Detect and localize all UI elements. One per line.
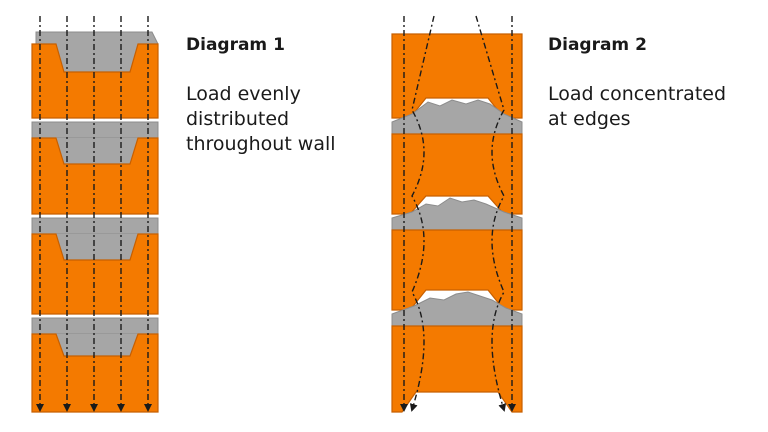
diagram-1-caption: Load evenly distributed throughout wall (186, 83, 336, 155)
d1-block-2 (31, 137, 159, 215)
d1-mortar-joint-3 (31, 317, 159, 335)
d1-block-1 (31, 43, 159, 119)
d1-mortar-fill-2 (56, 234, 138, 260)
d1-mortar-joint-1 (31, 121, 159, 139)
diagram-2-title: Diagram 2 (548, 35, 647, 55)
d2-load-arrow-left-inner (409, 15, 435, 412)
d1-mortar-fill-3 (56, 334, 138, 356)
diagram-1-title: Diagram 1 (186, 35, 285, 55)
diagram-1 (31, 16, 159, 413)
d1-mortar-joint-2 (31, 217, 159, 235)
d1-block-4 (31, 333, 159, 413)
diagram-2-caption: Load concentrated at edges (548, 83, 727, 130)
d2-load-arrow-right-inner (475, 15, 507, 412)
d2-block-3 (391, 229, 523, 311)
d2-block-1 (391, 33, 523, 119)
diagram-2 (391, 15, 523, 413)
d1-mortar-fill-1 (56, 138, 138, 164)
d1-block-3 (31, 233, 159, 315)
d2-block-4 (391, 325, 523, 413)
